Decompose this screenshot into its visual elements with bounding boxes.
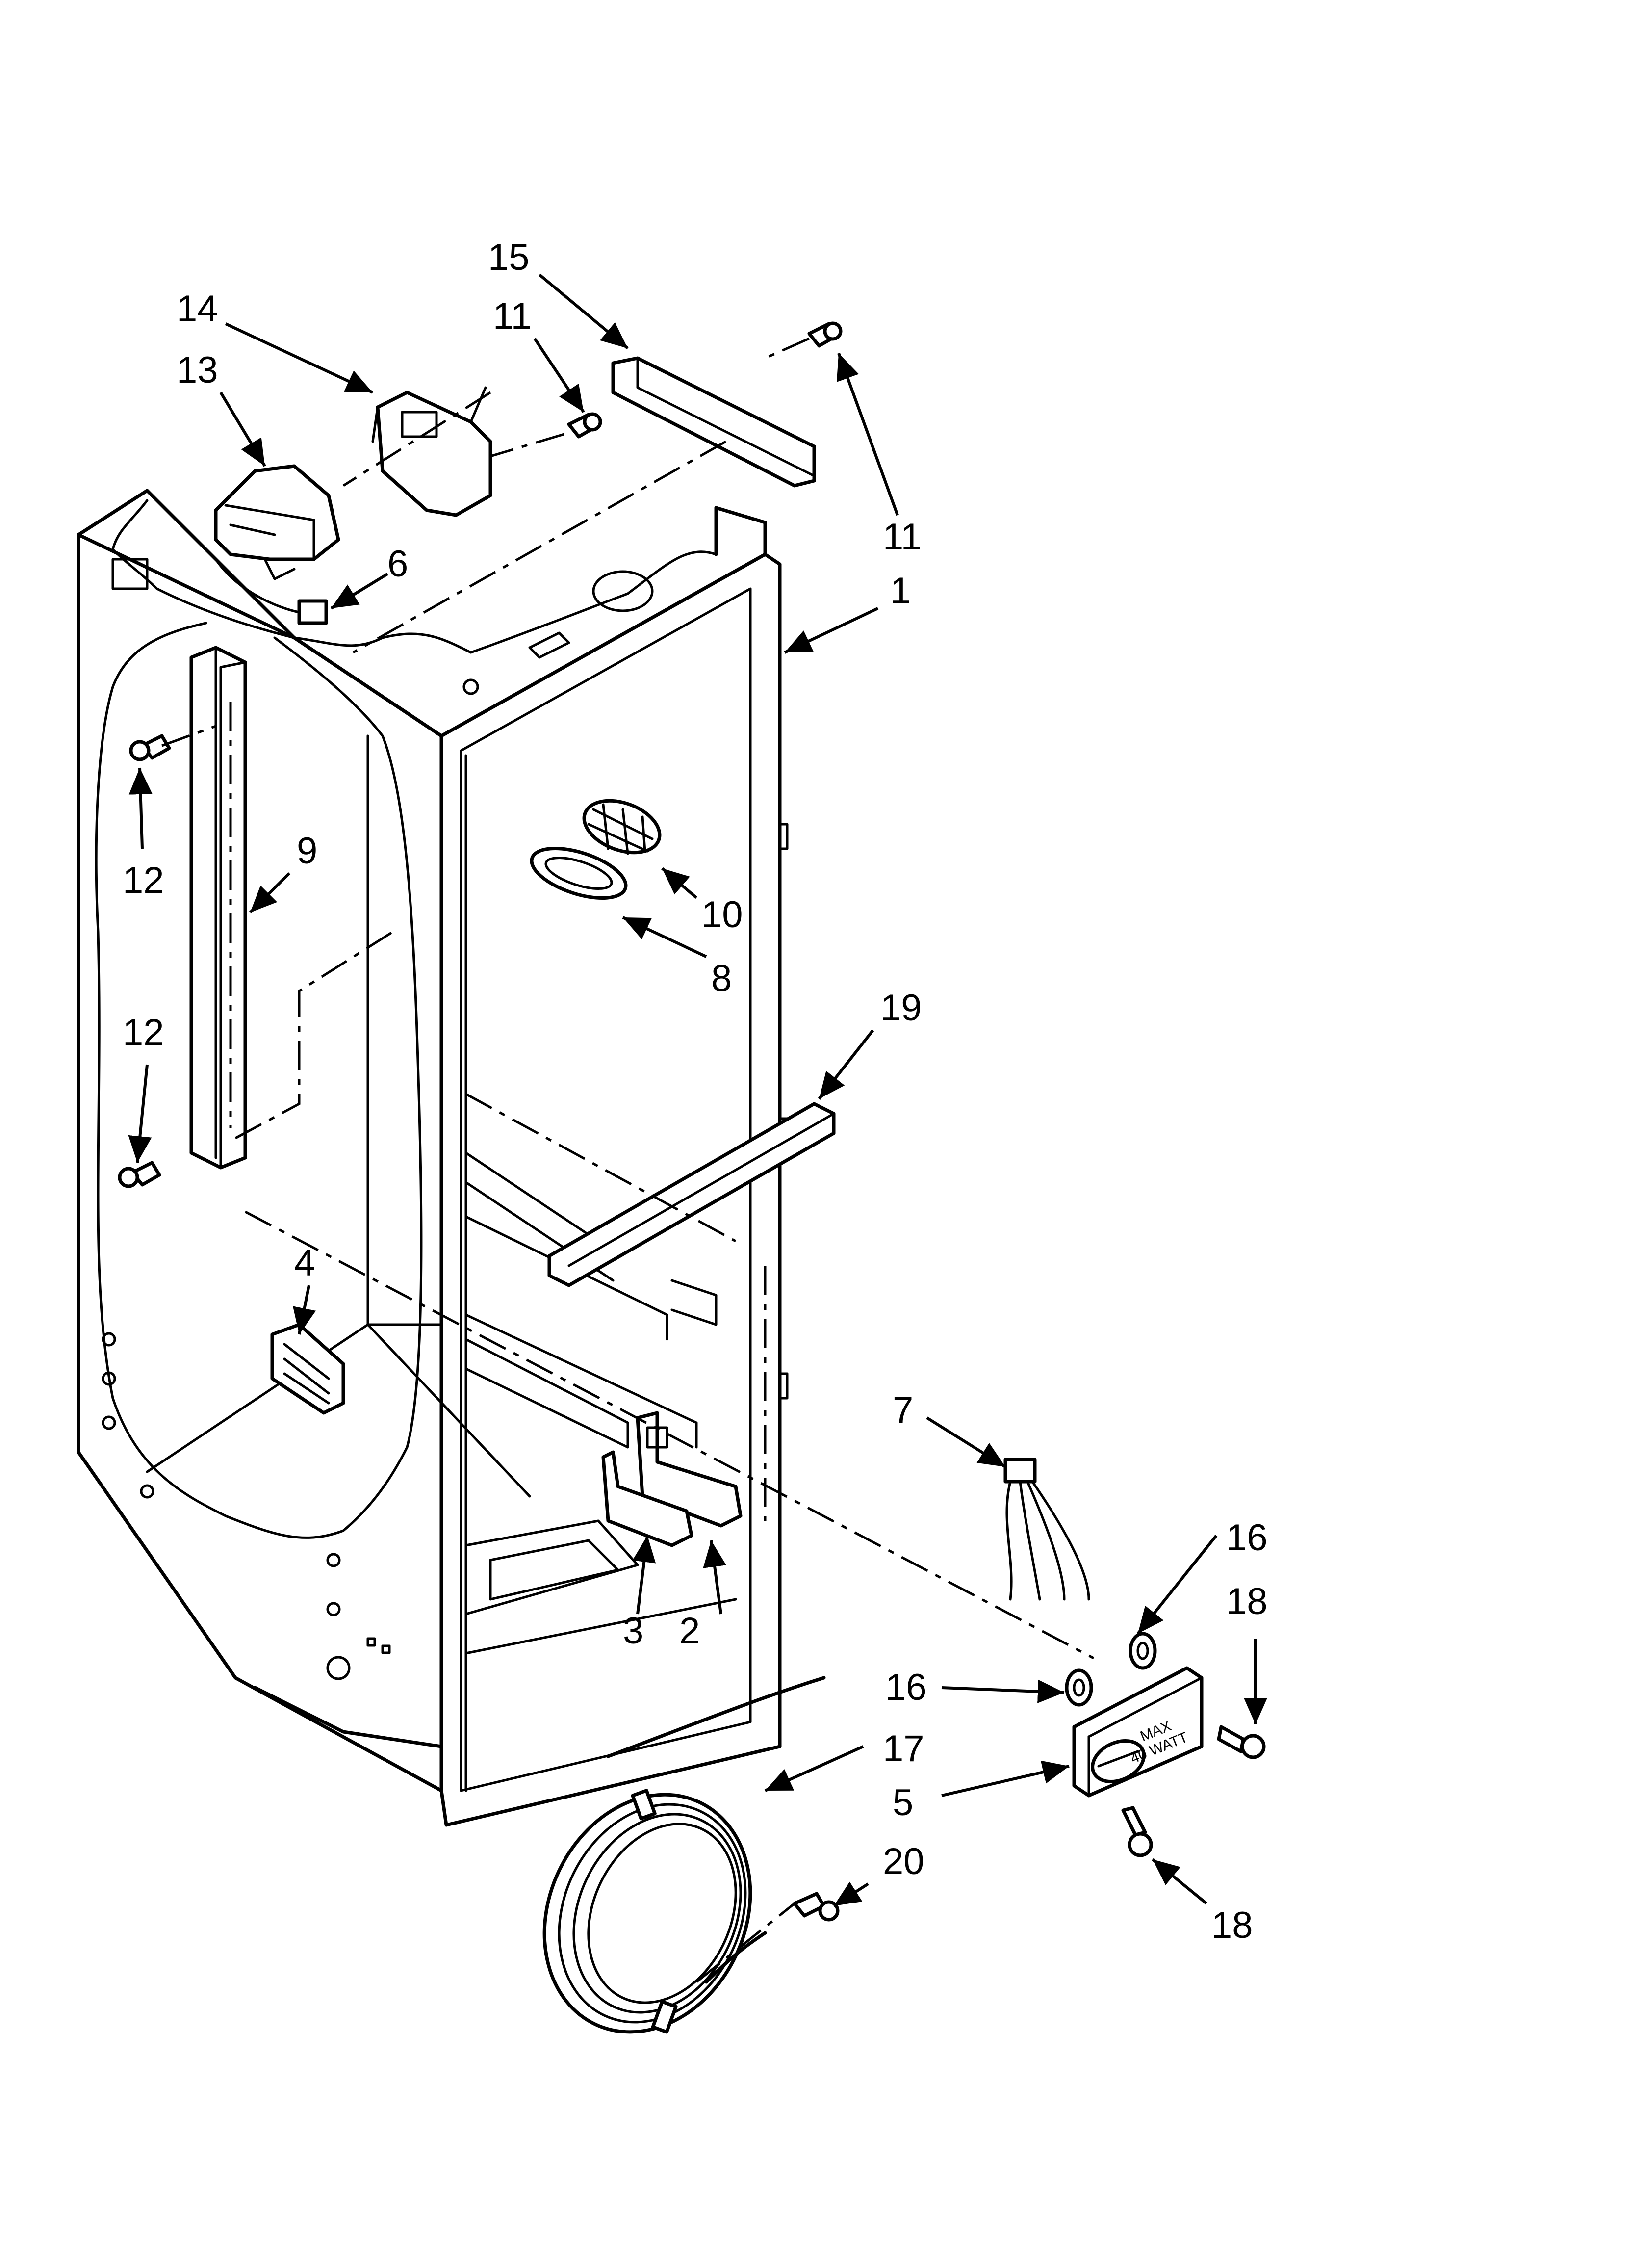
screw-12-lower [118,1161,161,1188]
callout-2: 2 [679,1610,700,1652]
callout-18-lower: 18 [1211,1904,1253,1946]
callout-labels: 1 2 3 4 5 6 7 8 9 10 11 11 12 12 13 14 1… [123,236,1268,1946]
air-vent-cover [582,799,662,855]
shelf-support [189,646,247,1170]
control-housing [214,464,340,580]
callout-12-lower: 12 [123,1012,164,1053]
callout-9: 9 [297,830,317,872]
screw-20 [793,1892,840,1922]
callout-3: 3 [623,1610,643,1652]
temperature-control: MAX 40 WATT [1072,1666,1204,1798]
callout-1: 1 [890,570,911,612]
air-vent-housing [530,846,628,900]
clip-16-lower [1065,1668,1093,1707]
callout-4: 4 [294,1242,315,1284]
cabinet-liner [77,489,789,1827]
air-damper [611,356,816,488]
callout-16-lower: 16 [885,1667,927,1708]
crisper-vent [270,1323,345,1415]
control-bracket [371,386,492,517]
assembly-lines [161,337,1095,1983]
callout-10: 10 [701,894,743,936]
callout-18-upper: 18 [1226,1581,1268,1622]
screw-11-left [567,412,602,439]
leader-lines [128,273,1267,1907]
callout-16-upper: 16 [1226,1517,1268,1559]
callout-15: 15 [488,236,530,278]
callout-5: 5 [893,1782,913,1824]
bracket-3 [601,1450,693,1547]
push-pin-right [1217,1725,1266,1759]
push-pin-bottom [1121,1806,1153,1857]
screw-11-right [807,321,843,348]
cross-channel [547,1102,836,1287]
wire-harness [214,558,328,625]
light-socket-harness [1003,1458,1090,1601]
callout-11-left: 11 [493,295,532,337]
callout-17: 17 [883,1728,924,1770]
callout-19: 19 [880,987,922,1029]
callout-20: 20 [883,1841,924,1882]
callout-7: 7 [893,1389,913,1431]
clip-16-upper [1129,1632,1157,1670]
callout-11-right: 11 [883,516,922,558]
callout-14: 14 [177,288,218,330]
callout-8: 8 [711,958,732,999]
tubing-coil [542,1676,826,2034]
callout-13: 13 [177,349,218,391]
callout-12-upper: 12 [123,860,164,901]
callout-6: 6 [387,543,408,585]
screw-12-upper [129,734,171,761]
